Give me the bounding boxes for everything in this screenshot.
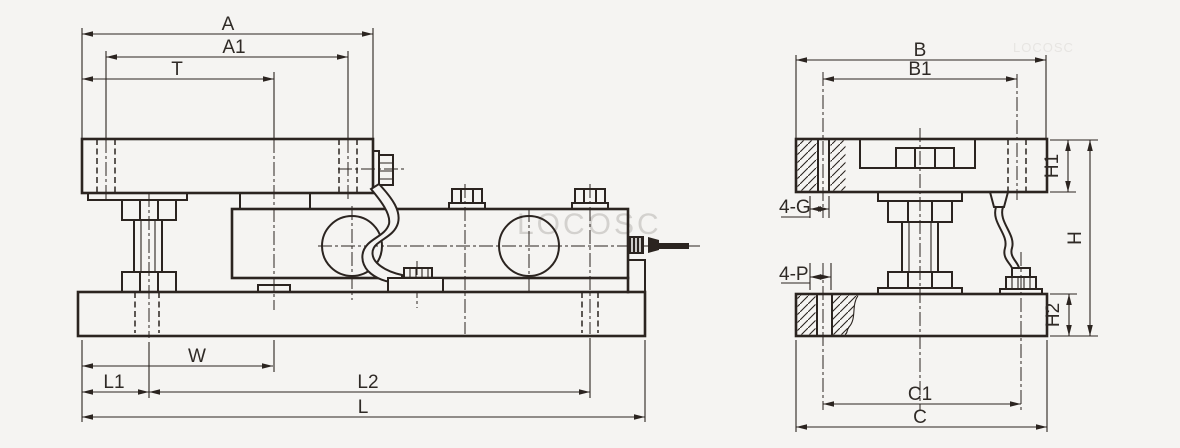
side-base-plate: [76, 290, 647, 338]
cell-hole-right: [498, 215, 560, 277]
dim-label-4P: 4-P: [779, 264, 809, 285]
dim-label-C1: C1: [908, 384, 932, 405]
dim-label-L: L: [358, 397, 369, 418]
side-view-dimensions: A A1 T W L1 L2 L: [82, 14, 645, 420]
dim-label-H2: H2: [1043, 303, 1064, 327]
grounding-strap-assembly: [361, 150, 444, 293]
side-support-bolt: [87, 192, 188, 333]
end-view-dimensions: B B1 H1 H H2 C1 C: [796, 40, 1093, 430]
cell-mounting-screws: [448, 188, 609, 210]
side-view: A A1 T W L1 L2 L: [76, 14, 700, 422]
strap-clamp: [403, 267, 433, 279]
top-plate-hatch-left: [797, 140, 817, 191]
top-plate-hatch-right: [830, 140, 846, 191]
bolt-recess: [859, 138, 976, 169]
dim-label-T: T: [171, 59, 183, 80]
end-view: 4-G 4-P B B1 H1 H H2 C1 C: [779, 40, 1098, 432]
dim-label-B: B: [914, 40, 927, 61]
dim-label-W: W: [188, 346, 206, 367]
dim-label-A1: A1: [222, 37, 245, 58]
watermark-logo: LOCOSC: [517, 208, 662, 241]
strap-bolt: [378, 154, 394, 186]
load-button-block: [239, 192, 311, 210]
dim-label-H1: H1: [1042, 154, 1063, 178]
end-top-plate: [794, 137, 1049, 194]
dim-label-L2: L2: [357, 372, 378, 393]
watermark-faint: LOCOSC: [1013, 40, 1074, 55]
end-cable: [988, 191, 1043, 295]
dim-label-B1: B1: [908, 59, 931, 80]
recessed-bolt-head: [895, 147, 955, 169]
end-view-centerlines: [795, 55, 1098, 432]
side-top-plate: [80, 137, 375, 195]
dim-label-4G: 4-G: [779, 197, 811, 218]
dim-label-H: H: [1065, 231, 1086, 245]
cell-hole-left: [321, 215, 383, 277]
base-plate-hatch-right: [833, 295, 858, 335]
hole-callouts: 4-G 4-P: [779, 196, 832, 290]
cable-connector: [628, 236, 689, 254]
strap-foot: [387, 277, 444, 293]
grounding-strap: [361, 182, 403, 285]
base-plate-hatch-left: [797, 295, 816, 335]
dim-label-C: C: [913, 407, 927, 428]
end-base-plate: [794, 292, 1049, 338]
dim-label-L1: L1: [103, 372, 124, 393]
dim-label-A: A: [222, 14, 235, 35]
